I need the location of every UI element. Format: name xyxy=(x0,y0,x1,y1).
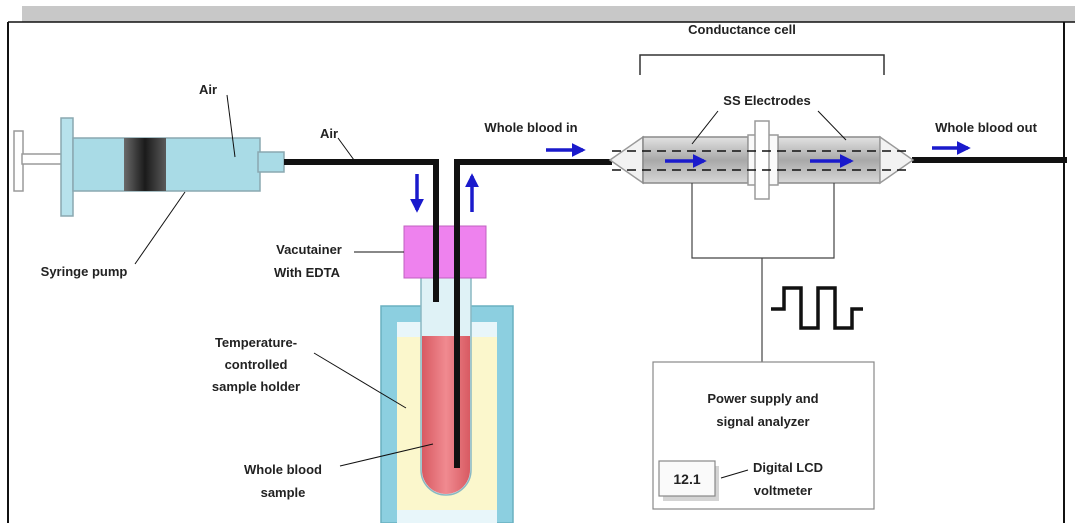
tube-blood-line xyxy=(454,159,612,468)
label-whole-blood-line1: Whole blood xyxy=(244,462,322,477)
label-temp-line3: sample holder xyxy=(212,379,300,394)
label-lcd-line1: Digital LCD xyxy=(753,460,823,475)
syringe-pump xyxy=(13,117,285,217)
syringe-flange xyxy=(60,117,74,217)
lcd-value: 12.1 xyxy=(673,471,700,487)
leader-electrode-left xyxy=(691,110,719,145)
label-vacutainer-line2: With EDTA xyxy=(274,265,341,280)
syringe-tip xyxy=(257,151,285,173)
square-wave-icon xyxy=(771,286,863,330)
label-power-line1: Power supply and xyxy=(707,391,818,406)
leader-air-syringe xyxy=(226,94,236,158)
leader-air-tube xyxy=(337,137,355,161)
label-air-tube: Air xyxy=(320,126,338,141)
blood-sample xyxy=(422,336,470,494)
cell-outlet-cone xyxy=(879,135,915,185)
conductance-bracket xyxy=(639,54,885,75)
cell-inlet-cone xyxy=(608,135,644,185)
leader-lcd xyxy=(720,469,749,479)
syringe-barrel xyxy=(72,137,261,192)
label-whole-blood-line2: sample xyxy=(261,485,306,500)
top-bar xyxy=(22,6,1075,22)
leader-blood xyxy=(339,443,434,467)
label-vacutainer-line1: Vacutainer xyxy=(276,242,342,257)
cell-divider xyxy=(754,120,770,200)
leader-electrode-right xyxy=(817,110,847,141)
label-whole-blood-in: Whole blood in xyxy=(484,120,577,135)
electrode-wiring xyxy=(691,183,835,259)
leader-holder xyxy=(313,352,407,409)
label-temp-line2: controlled xyxy=(225,357,288,372)
label-syringe-pump: Syringe pump xyxy=(41,264,128,279)
label-power-line2: signal analyzer xyxy=(716,414,809,429)
lcd-display xyxy=(658,460,716,497)
label-whole-blood-out: Whole blood out xyxy=(935,120,1037,135)
label-conductance-cell: Conductance cell xyxy=(688,22,796,37)
label-air-syringe: Air xyxy=(199,82,217,97)
label-ss-electrodes: SS Electrodes xyxy=(723,93,810,108)
label-lcd-line2: voltmeter xyxy=(754,483,813,498)
vacutainer-cap xyxy=(403,225,487,279)
conductance-cell xyxy=(608,54,915,200)
leader-syringe-pump xyxy=(134,191,186,265)
syringe-plunger xyxy=(124,138,166,191)
label-temp-line1: Temperature- xyxy=(215,335,297,350)
